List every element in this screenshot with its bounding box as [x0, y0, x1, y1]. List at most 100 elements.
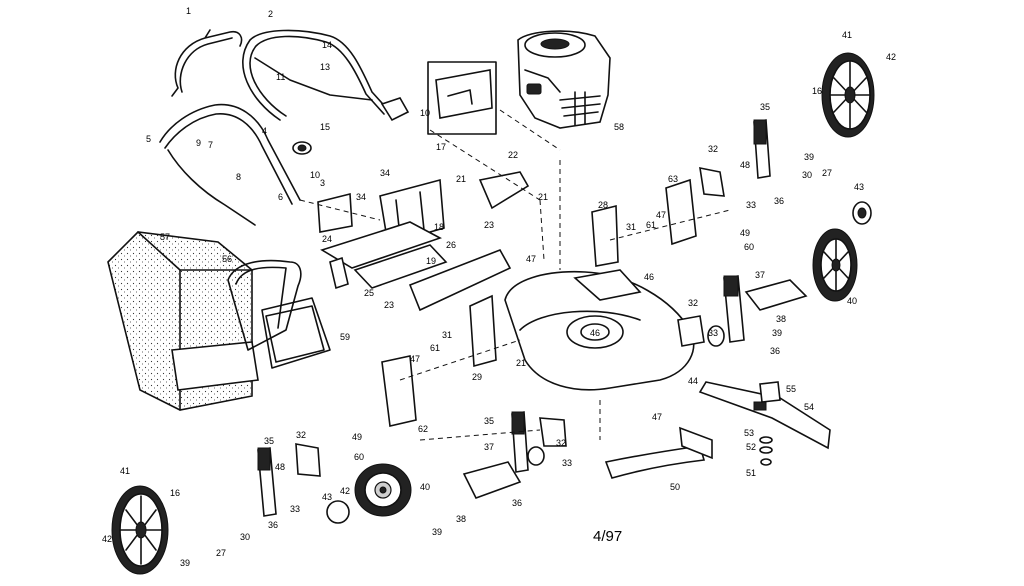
callout-number: 46: [644, 272, 654, 282]
callout-number: 53: [744, 428, 754, 438]
hubcap-part-43-bottom: [326, 500, 350, 524]
callout-number: 34: [356, 192, 366, 202]
bag-frame-part-56: [227, 259, 302, 351]
axle-part-37-bottom: [462, 461, 522, 499]
callout-number: 42: [340, 486, 350, 496]
callout-number: 37: [484, 442, 494, 452]
wheel-part-41-top: [821, 52, 875, 138]
callout-number: 44: [688, 376, 698, 386]
callout-number: 38: [456, 514, 466, 524]
cover-part-32-a: [699, 166, 725, 197]
callout-number: 21: [516, 358, 526, 368]
engine-part-58: [517, 30, 611, 129]
callout-number: 32: [556, 438, 566, 448]
callout-number: 5: [146, 134, 151, 144]
callout-number: 41: [842, 30, 852, 40]
callout-number: 30: [240, 532, 250, 542]
callout-number: 47: [652, 412, 662, 422]
bracket-part-22: [478, 171, 530, 210]
hubcap-part-43-right: [852, 201, 872, 225]
mower-deck-part-46: [504, 269, 695, 391]
callout-number: 19: [426, 256, 436, 266]
callout-number: 10: [310, 170, 320, 180]
control-bracket-part-10: [380, 97, 410, 122]
adjust-lever-part-36-right: [723, 275, 745, 343]
axle-part-37-right: [744, 279, 808, 311]
callout-number: 42: [886, 52, 896, 62]
callout-number: 60: [354, 452, 364, 462]
cover-part-32-c: [539, 417, 567, 447]
callout-number: 62: [418, 424, 428, 434]
callout-number: 18: [434, 222, 444, 232]
callout-number: 32: [296, 430, 306, 440]
axle-bracket-part-28: [591, 204, 619, 267]
callout-number: 33: [708, 328, 718, 338]
callout-number: 40: [847, 296, 857, 306]
callout-number: 31: [626, 222, 636, 232]
callout-number: 47: [410, 354, 420, 364]
callout-number: 58: [614, 122, 624, 132]
adapter-part-33-a: [707, 325, 725, 347]
callout-number: 36: [774, 196, 784, 206]
callout-number: 39: [804, 152, 814, 162]
blade-bolt-stack: [759, 436, 773, 466]
assembly-guide-lines: [299, 109, 731, 441]
callout-number: 60: [744, 242, 754, 252]
callout-number: 14: [322, 40, 332, 50]
callout-number: 47: [656, 210, 666, 220]
callout-number: 29: [472, 372, 482, 382]
wheel-part-40-bottom: [354, 463, 412, 517]
callout-number: 51: [746, 468, 756, 478]
callout-number: 32: [708, 144, 718, 154]
upper-handle-part-2: [242, 29, 391, 121]
baffle-part-50: [604, 426, 713, 479]
callout-number: 24: [322, 234, 332, 244]
callout-number: 43: [322, 492, 332, 502]
rear-skirt-part-26: [408, 249, 512, 312]
callout-number: 42: [102, 534, 112, 544]
callout-number: 49: [352, 432, 362, 442]
callout-number: 10: [420, 108, 430, 118]
callout-number: 57: [160, 232, 170, 242]
callout-number: 31: [442, 330, 452, 340]
callout-number: 50: [670, 482, 680, 492]
callout-number: 36: [770, 346, 780, 356]
callout-number: 46: [590, 328, 600, 338]
callout-number: 54: [804, 402, 814, 412]
callout-number: 30: [802, 170, 812, 180]
adjust-lever-part-35-right: [753, 119, 771, 179]
callout-number: 27: [822, 168, 832, 178]
callout-number: 49: [740, 228, 750, 238]
callout-number: 33: [290, 504, 300, 514]
callout-number: 48: [275, 462, 285, 472]
bag-frame-part-59: [261, 297, 331, 369]
callout-number: 21: [456, 174, 466, 184]
handle-knob-part-10: [292, 141, 312, 155]
callout-number: 32: [688, 298, 698, 308]
cover-part-32-d: [295, 443, 321, 477]
callout-number: 39: [432, 527, 442, 537]
callout-number: 36: [268, 520, 278, 530]
callout-number: 35: [760, 102, 770, 112]
callout-number: 15: [320, 122, 330, 132]
height-adjuster-part-63: [665, 178, 697, 246]
callout-number: 26: [446, 240, 456, 250]
callout-number: 4: [262, 126, 267, 136]
cover-part-32-b: [677, 315, 705, 347]
callout-number: 41: [120, 466, 130, 476]
callout-number: 33: [746, 200, 756, 210]
callout-number: 7: [208, 140, 213, 150]
footer-date: 4/97: [593, 528, 622, 545]
callout-number: 17: [436, 142, 446, 152]
callout-number: 47: [526, 254, 536, 264]
wheel-part-41-bottom: [111, 485, 169, 575]
callout-number: 9: [196, 138, 201, 148]
rear-door-part-25: [353, 244, 448, 289]
rear-bracket-part-3: [317, 192, 353, 233]
callout-number: 22: [508, 150, 518, 160]
callout-number: 1: [186, 6, 191, 16]
blade-adapter-part-55: [759, 381, 781, 403]
lower-handle-part-5: [159, 103, 301, 226]
